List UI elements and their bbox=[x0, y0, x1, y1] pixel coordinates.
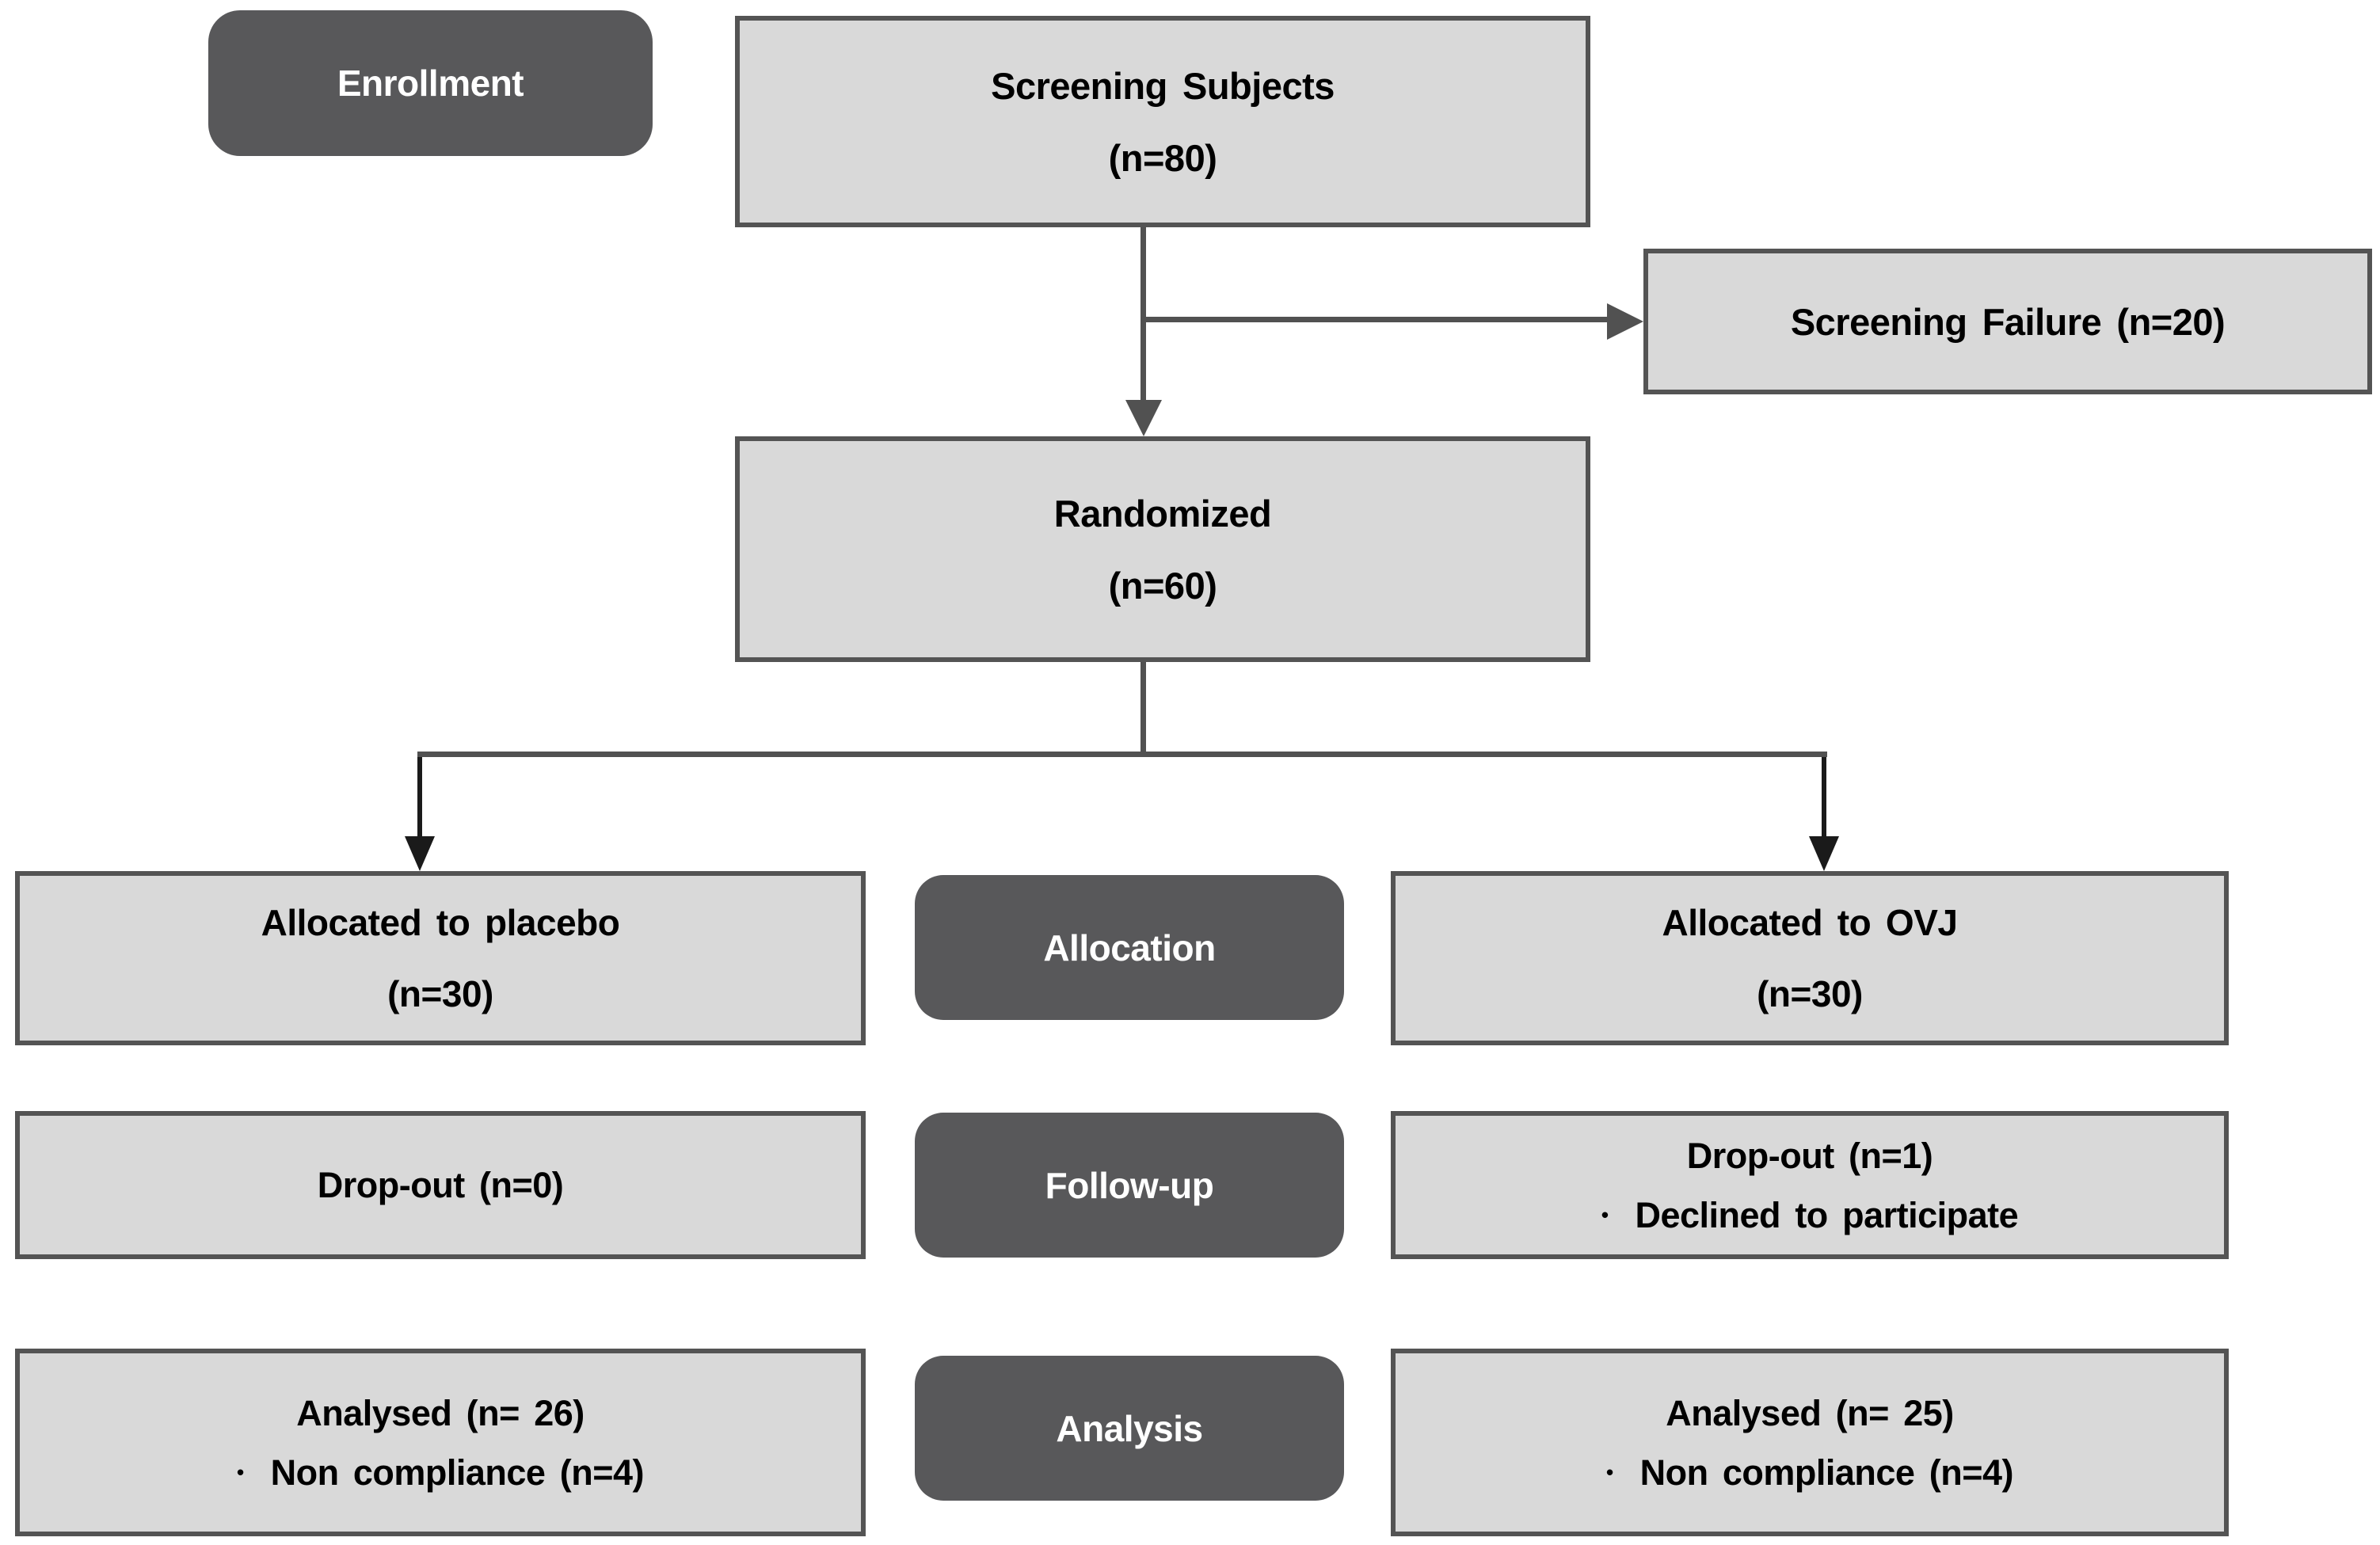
connector-split-to-placebo bbox=[417, 757, 422, 839]
connector-screening-to-randomized bbox=[1140, 227, 1146, 400]
node-analysed-ovj-title: Analysed (n= 25) bbox=[1666, 1392, 1954, 1433]
stage-follow-up-label: Follow-up bbox=[1045, 1164, 1214, 1206]
node-analysed-placebo-note: • Non compliance (n=4) bbox=[236, 1452, 645, 1493]
node-dropout-ovj-reason-text: Declined to participate bbox=[1635, 1194, 2019, 1235]
node-dropout-ovj-reason: • Declined to participate bbox=[1601, 1194, 2019, 1235]
node-allocated-placebo-title: Allocated to placebo bbox=[261, 902, 620, 943]
stage-enrollment-label: Enrollment bbox=[337, 63, 524, 104]
node-randomized: Randomized (n=60) bbox=[735, 436, 1590, 662]
connector-randomized-to-split bbox=[1140, 662, 1146, 752]
node-dropout-placebo-label: Drop-out (n=0) bbox=[317, 1165, 564, 1205]
node-screening-failure: Screening Failure (n=20) bbox=[1643, 249, 2372, 394]
bullet-icon: • bbox=[1605, 1459, 1613, 1484]
arrowhead-down-icon bbox=[405, 836, 435, 871]
node-analysed-placebo: Analysed (n= 26) • Non compliance (n=4) bbox=[15, 1349, 866, 1536]
bullet-icon: • bbox=[236, 1459, 244, 1484]
connector-branch-to-screening-failure bbox=[1143, 317, 1607, 322]
node-dropout-ovj: Drop-out (n=1) • Declined to participate bbox=[1391, 1111, 2229, 1259]
node-dropout-ovj-title: Drop-out (n=1) bbox=[1686, 1135, 1933, 1176]
bullet-icon: • bbox=[1601, 1202, 1609, 1227]
node-screening-failure-label: Screening Failure (n=20) bbox=[1790, 300, 2226, 343]
node-screening-title: Screening Subjects bbox=[991, 64, 1335, 107]
stage-follow-up: Follow-up bbox=[915, 1113, 1344, 1258]
stage-analysis: Analysis bbox=[915, 1356, 1344, 1501]
node-randomized-title: Randomized bbox=[1053, 492, 1272, 535]
node-analysed-ovj-note-text: Non compliance (n=4) bbox=[1639, 1452, 2014, 1493]
stage-allocation: Allocation bbox=[915, 875, 1344, 1020]
stage-allocation-label: Allocation bbox=[1043, 927, 1216, 968]
node-screening-count: (n=80) bbox=[1108, 136, 1217, 179]
node-analysed-ovj: Analysed (n= 25) • Non compliance (n=4) bbox=[1391, 1349, 2229, 1536]
node-allocated-ovj: Allocated to OVJ (n=30) bbox=[1391, 871, 2229, 1045]
stage-enrollment: Enrollment bbox=[208, 10, 653, 156]
node-allocated-ovj-title: Allocated to OVJ bbox=[1662, 902, 1958, 943]
connector-split-horizontal bbox=[417, 752, 1827, 757]
arrowhead-down-icon bbox=[1809, 836, 1839, 871]
node-analysed-placebo-title: Analysed (n= 26) bbox=[296, 1392, 585, 1433]
node-randomized-count: (n=60) bbox=[1108, 564, 1217, 607]
node-analysed-ovj-note: • Non compliance (n=4) bbox=[1605, 1452, 2014, 1493]
node-allocated-placebo-count: (n=30) bbox=[387, 973, 493, 1014]
arrowhead-right-icon bbox=[1607, 303, 1643, 340]
node-analysed-placebo-note-text: Non compliance (n=4) bbox=[270, 1452, 645, 1493]
node-allocated-ovj-count: (n=30) bbox=[1757, 973, 1863, 1014]
node-dropout-placebo: Drop-out (n=0) bbox=[15, 1111, 866, 1259]
arrowhead-down-icon bbox=[1125, 400, 1162, 436]
connector-split-to-ovj bbox=[1822, 757, 1826, 839]
node-screening-subjects: Screening Subjects (n=80) bbox=[735, 16, 1590, 227]
stage-analysis-label: Analysis bbox=[1056, 1407, 1203, 1449]
node-allocated-placebo: Allocated to placebo (n=30) bbox=[15, 871, 866, 1045]
